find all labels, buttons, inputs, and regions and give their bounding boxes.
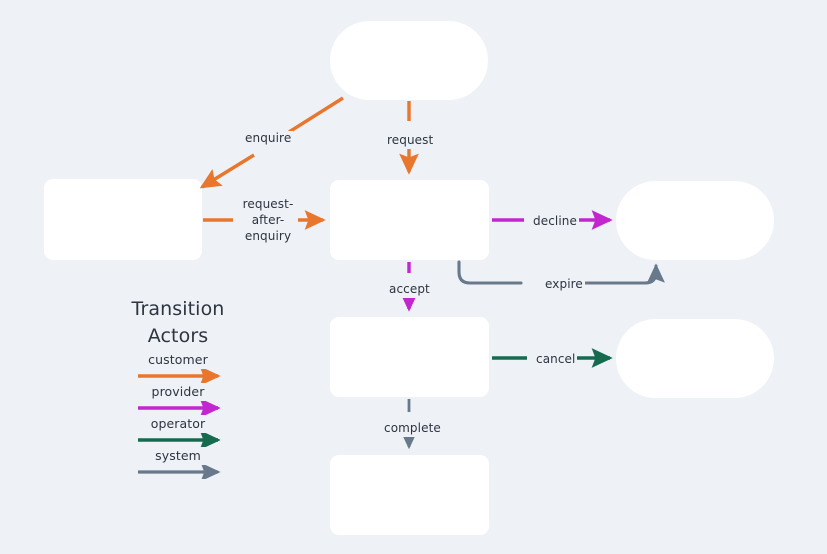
edge-label-cancel: cancel xyxy=(534,352,578,368)
legend-title-line2: Actors xyxy=(147,324,209,347)
node-right-bottom[interactable] xyxy=(616,319,774,398)
legend-item-provider-label: provider xyxy=(151,383,205,399)
edge-label-accept: accept xyxy=(387,282,432,298)
legend: Transition Actors customer provider oper… xyxy=(126,296,230,482)
legend-item-operator[interactable]: operator xyxy=(126,415,230,450)
edge-label-expire: expire xyxy=(543,277,585,293)
legend-title-line1: Transition xyxy=(131,298,225,320)
legend-arrow-system-icon xyxy=(126,462,230,482)
legend-item-system[interactable]: system xyxy=(126,447,230,482)
legend-title: Transition Actors xyxy=(126,296,230,350)
edge-label-complete: complete xyxy=(382,421,443,437)
legend-item-customer[interactable]: customer xyxy=(126,351,230,386)
legend-arrow-operator-icon xyxy=(126,430,230,450)
legend-item-operator-label: operator xyxy=(150,415,206,431)
edge-label-request-after-enquiry: request- after- enquiry xyxy=(238,197,298,245)
legend-item-provider[interactable]: provider xyxy=(126,383,230,418)
legend-arrow-provider-icon xyxy=(126,398,230,418)
legend-arrow-customer-icon xyxy=(126,366,230,386)
edge-label-enquire: enquire xyxy=(243,131,294,147)
node-left[interactable] xyxy=(44,179,202,260)
edge-enquire[interactable] xyxy=(199,96,344,189)
node-center[interactable] xyxy=(330,180,489,260)
edge-label-request: request xyxy=(385,133,436,149)
node-right-top[interactable] xyxy=(616,181,774,260)
legend-item-system-label: system xyxy=(155,447,201,463)
edge-label-decline: decline xyxy=(531,214,579,230)
node-top[interactable] xyxy=(330,21,488,100)
edge-expire[interactable] xyxy=(457,260,665,285)
node-bottom[interactable] xyxy=(330,455,489,535)
legend-item-customer-label: customer xyxy=(148,351,208,367)
node-center-mid[interactable] xyxy=(330,317,489,397)
